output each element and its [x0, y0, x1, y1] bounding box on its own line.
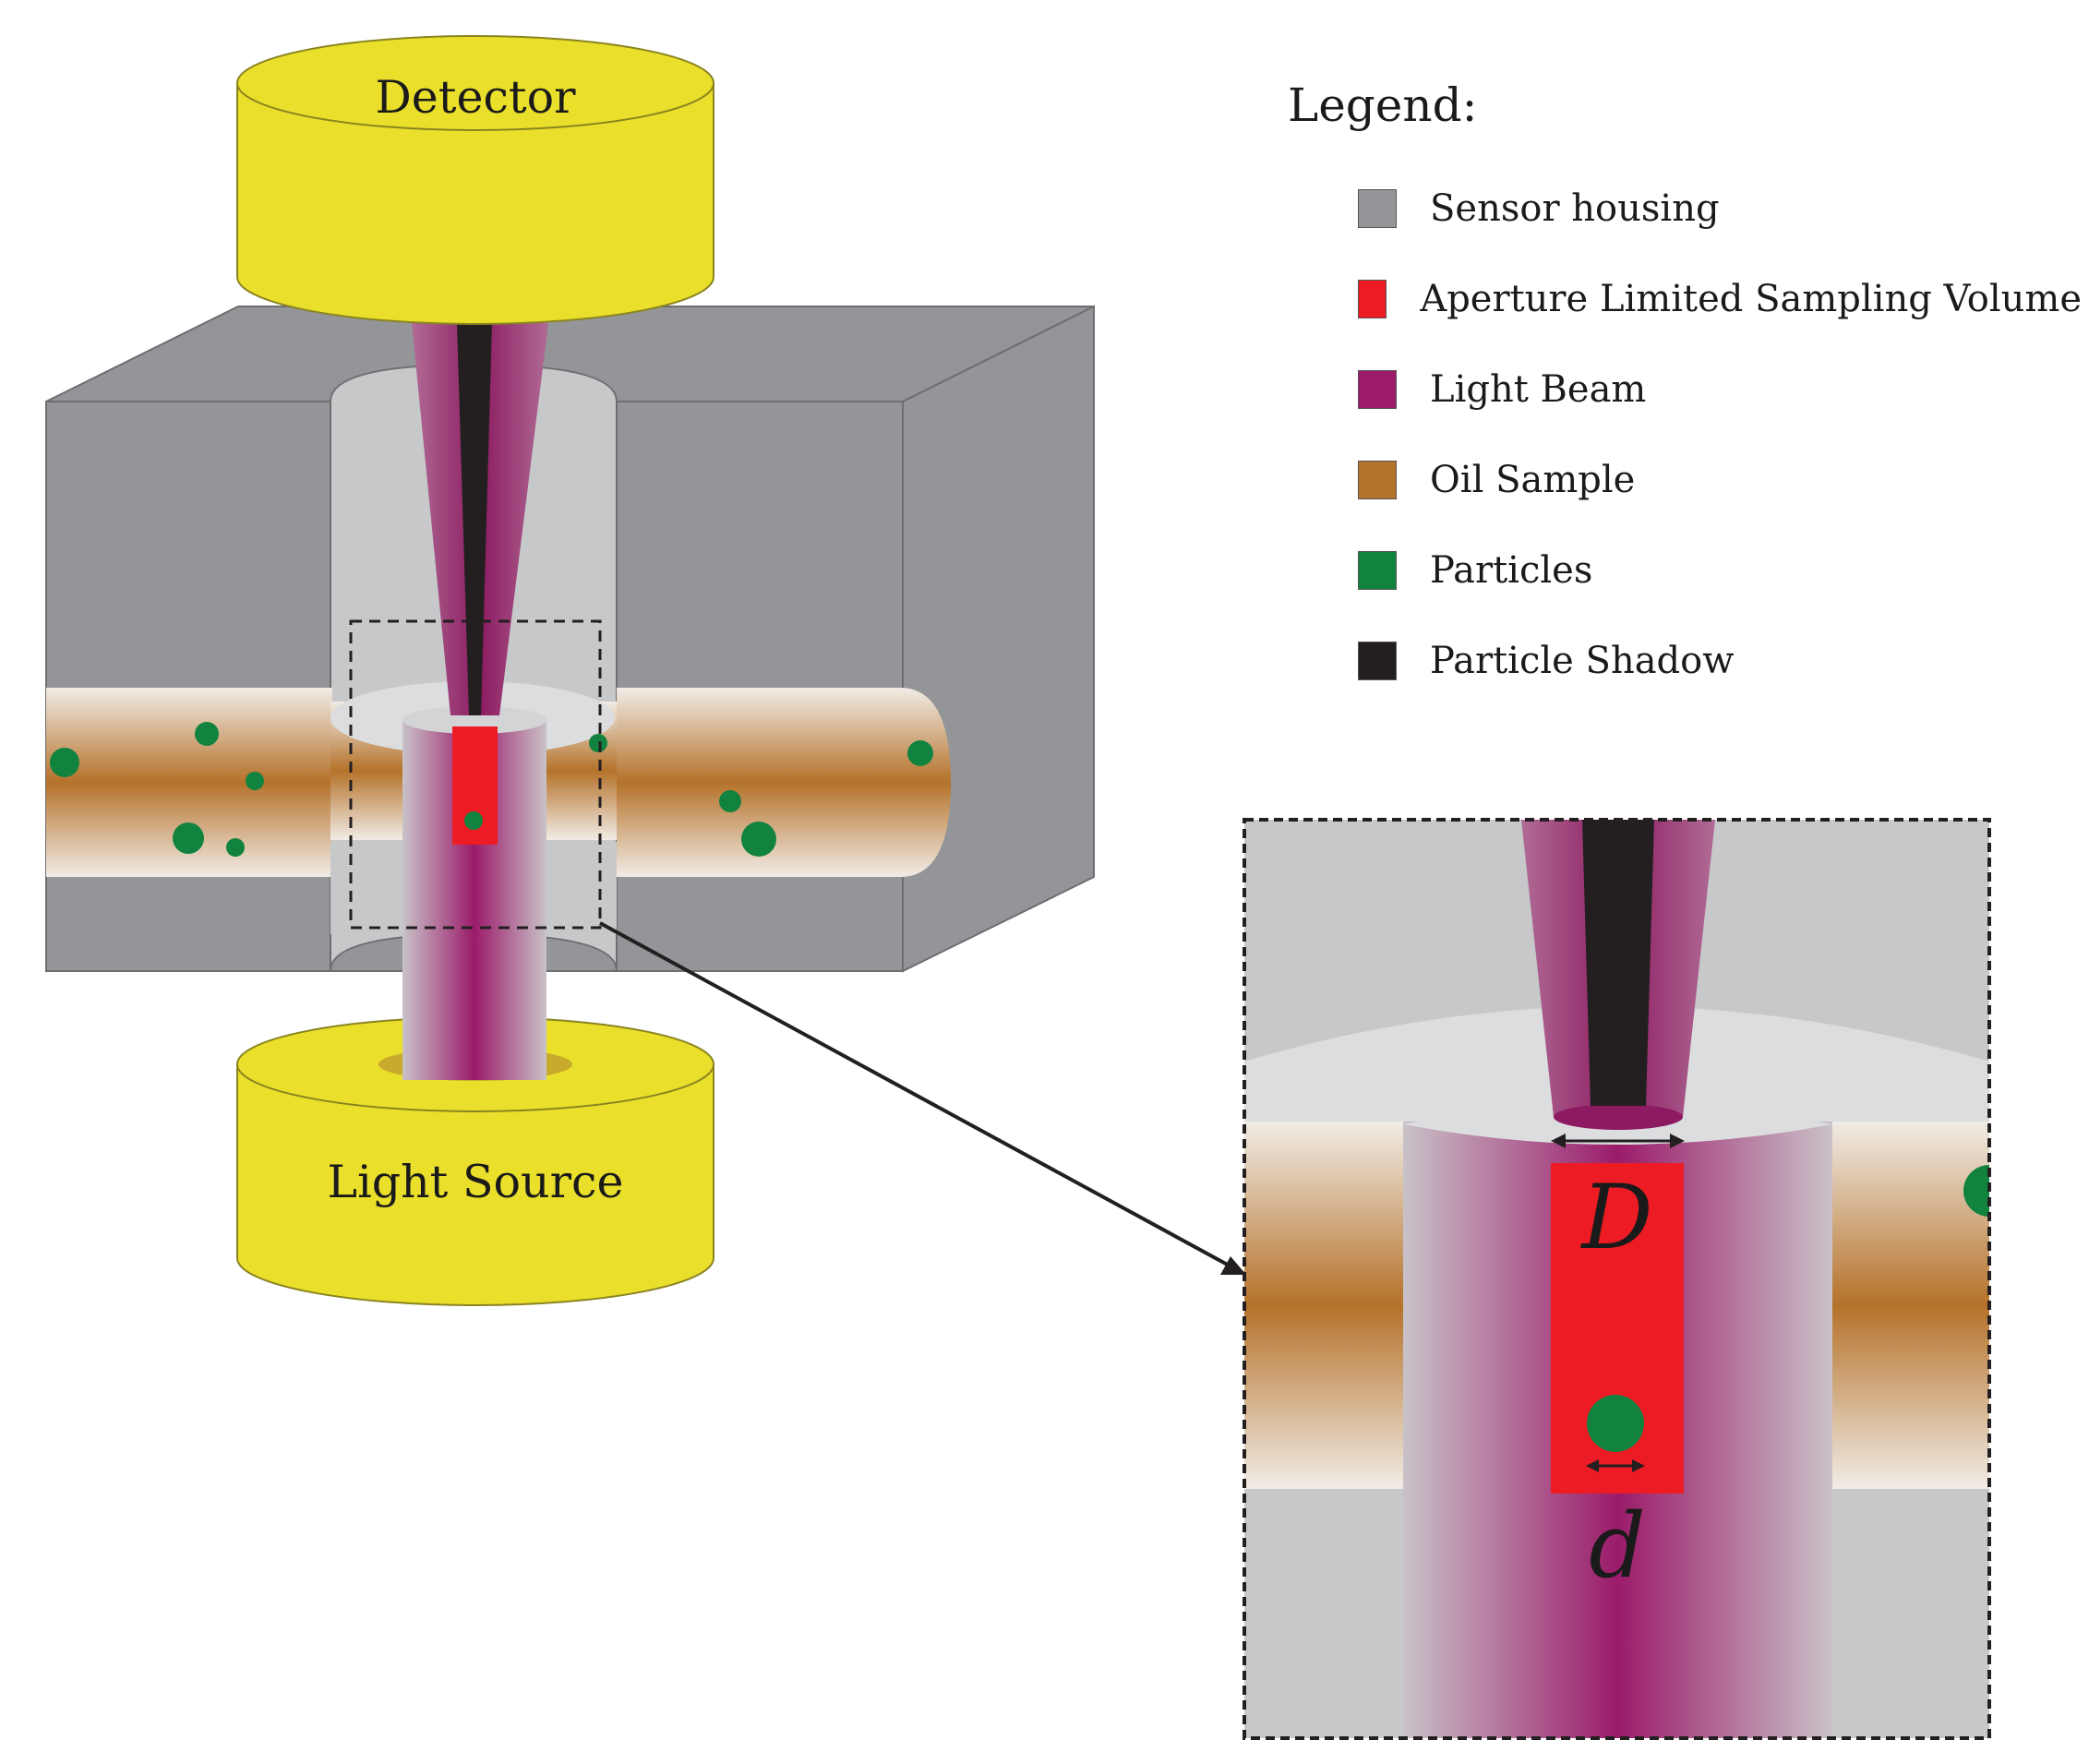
zoom-arrow-head [1220, 1256, 1246, 1275]
legend: Legend: Sensor housing Aperture Limited … [1288, 78, 2082, 706]
detector: Detector [236, 35, 714, 325]
beam-column-top [402, 706, 546, 734]
aperture-diameter-label: D [1580, 1166, 1653, 1269]
zoom-arrow-line [599, 921, 1245, 1276]
legend-label: Aperture Limited Sampling Volume [1420, 278, 2082, 320]
particle [907, 740, 933, 766]
particle [50, 748, 79, 777]
inset-oil-right [1830, 1122, 1989, 1489]
legend-swatch [1358, 280, 1387, 318]
particles-main [50, 722, 933, 857]
particle [226, 838, 245, 857]
legend-swatch [1358, 370, 1397, 409]
inset-particle-shadow [1582, 820, 1654, 1106]
zoom-inset: D d [1244, 820, 1989, 1738]
particle [246, 772, 264, 790]
legend-item-particle-shadow: Particle Shadow [1288, 616, 2082, 706]
legend-item-sensor-housing: Sensor housing [1288, 163, 2082, 254]
inset-particle [1587, 1395, 1644, 1452]
legend-label: Particle Shadow [1430, 640, 1735, 682]
legend-item-particles: Particles [1288, 525, 2082, 616]
legend-label: Particles [1430, 549, 1593, 592]
legend-item-aperture-volume: Aperture Limited Sampling Volume [1288, 254, 2082, 344]
particle [719, 790, 741, 812]
legend-item-light-beam: Light Beam [1288, 344, 2082, 435]
legend-label: Oil Sample [1430, 459, 1636, 501]
legend-item-oil-sample: Oil Sample [1288, 435, 2082, 525]
legend-label: Sensor housing [1430, 187, 1720, 230]
particle [741, 822, 776, 857]
particle [173, 822, 204, 854]
zoom-inset-frame [1243, 818, 1991, 1740]
detector-top [236, 35, 714, 131]
particle-dimension-arrow [1586, 1459, 1645, 1472]
light-beam-main [402, 323, 548, 1080]
legend-swatch [1358, 189, 1397, 228]
inset-beam-cone-end [1554, 1104, 1683, 1130]
light-source-label: Light Source [328, 1156, 624, 1208]
inset-oil-left [1244, 1122, 1406, 1489]
particle-diameter-label: d [1589, 1494, 1645, 1598]
housing-side-face [902, 305, 1095, 973]
legend-label: Light Beam [1430, 368, 1647, 411]
detector-label: Detector [375, 71, 576, 124]
particle-shadow-main [457, 323, 492, 715]
aperture-dimension-arrow [1551, 1134, 1685, 1148]
legend-swatch [1358, 642, 1397, 680]
light-source-body [236, 1063, 714, 1306]
oil-channel-right [617, 688, 951, 877]
particle-in-aperture [464, 811, 483, 830]
legend-swatch [1358, 461, 1397, 499]
particle [195, 722, 219, 746]
legend-swatch [1358, 551, 1397, 590]
inset-particle-edge [1963, 1165, 1989, 1217]
legend-title: Legend: [1288, 78, 1478, 132]
detector-body [236, 82, 714, 325]
particle [589, 734, 607, 752]
